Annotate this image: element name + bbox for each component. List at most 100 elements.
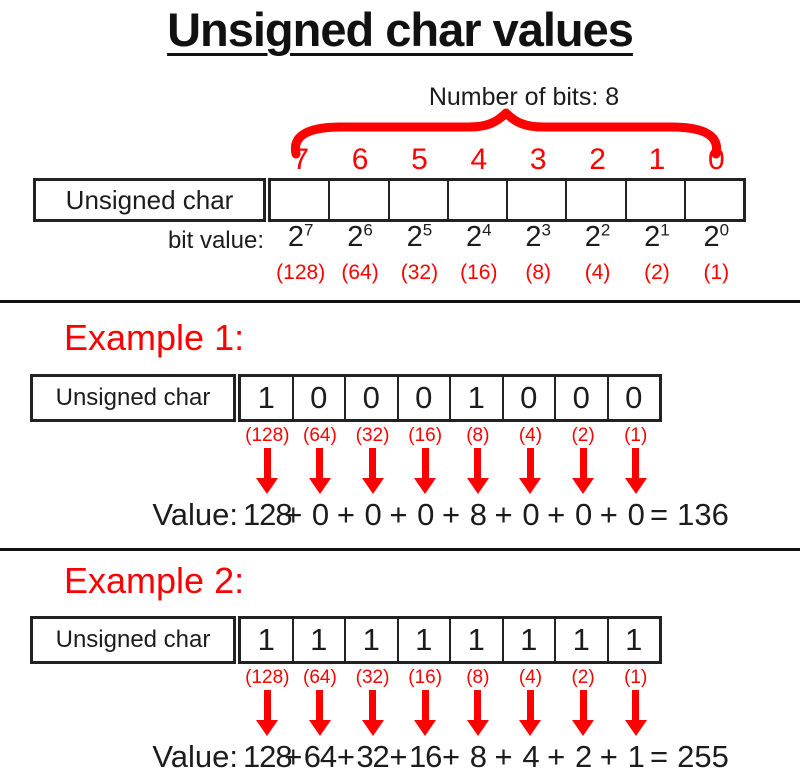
down-arrow-icon — [256, 690, 279, 736]
bit-cell-empty — [506, 181, 565, 219]
down-arrow-icon — [256, 448, 279, 494]
arrow-shaft — [579, 448, 587, 479]
curly-brace-icon — [290, 108, 722, 159]
arrow-head — [414, 720, 437, 736]
bit-weight: (128) — [276, 261, 326, 284]
power-exponent: 1 — [660, 220, 670, 240]
arrow-head — [519, 478, 542, 494]
arrow-head — [256, 478, 279, 494]
bit-cell: 0 — [554, 377, 607, 419]
bit-cell: 1 — [449, 619, 502, 661]
arrow-shaft — [421, 448, 429, 479]
bit-weight: (2) — [571, 425, 595, 446]
bit-cell-empty — [624, 181, 684, 219]
sum-term: 64 — [303, 739, 337, 774]
bit-cell: 0 — [606, 377, 660, 419]
arrow-shaft — [421, 690, 429, 721]
power-base: 2 — [347, 221, 364, 253]
bit-weight: (2) — [644, 261, 670, 284]
power-exponent: 3 — [541, 220, 551, 240]
power-exponent: 2 — [600, 220, 611, 240]
power-base: 2 — [466, 221, 483, 253]
arrow-slot — [557, 690, 610, 736]
arrow-shaft — [474, 448, 482, 479]
plus-sign: + — [284, 497, 303, 532]
sum-term: 2 — [574, 739, 592, 774]
bit-weight: (16) — [408, 425, 443, 446]
arrow-slot — [609, 448, 662, 494]
arrow-head — [361, 720, 384, 736]
equation-result: =255 — [650, 739, 729, 775]
arrow-head — [361, 478, 384, 494]
arrow-slot — [452, 448, 505, 494]
arrow-slot — [452, 690, 505, 736]
bit-weight: (1) — [703, 261, 730, 284]
down-arrow-icon — [624, 690, 647, 736]
power-of-two: 25 — [390, 221, 449, 254]
arrow-head — [572, 478, 595, 494]
arrow-head — [414, 478, 437, 494]
sum-term: 0 — [627, 497, 645, 532]
bit-index: 5 — [411, 143, 428, 176]
section-divider — [0, 548, 800, 551]
bit-weights-row: (128)(64)(32)(16)(8)(4)(2)(1) — [271, 261, 746, 285]
bit-weight: (32) — [400, 261, 439, 284]
plus-sign: + — [599, 497, 618, 532]
sum-term: 0 — [311, 497, 329, 532]
plus-sign: + — [284, 739, 303, 774]
arrow-shaft — [632, 448, 640, 479]
power-exponent: 0 — [719, 220, 730, 240]
power-of-two: 27 — [271, 221, 330, 254]
plus-sign: + — [547, 739, 566, 774]
bit-cell: 1 — [449, 377, 502, 419]
power-exponent: 4 — [482, 220, 492, 240]
arrow-shaft — [263, 690, 271, 721]
arrow-head — [466, 720, 489, 736]
arrow-shaft — [316, 448, 324, 479]
plus-sign: + — [389, 739, 408, 774]
arrow-head — [624, 720, 647, 736]
bit-weight: (128) — [245, 667, 290, 688]
arrow-slot — [504, 448, 557, 494]
bit-index: 0 — [707, 143, 725, 176]
bit-weight: (64) — [303, 425, 337, 446]
number-of-bits-label: Number of bits: 8 — [428, 83, 620, 111]
down-arrow-icon — [361, 690, 384, 736]
down-arrow-icon — [624, 448, 647, 494]
bit-weight: (64) — [341, 261, 379, 284]
bit-weight: (16) — [408, 667, 443, 688]
bit-cells — [268, 178, 746, 222]
power-of-two: 22 — [568, 221, 627, 254]
plus-sign: + — [441, 497, 461, 532]
power-base: 2 — [525, 221, 542, 253]
arrow-shaft — [263, 448, 271, 479]
arrow-head — [308, 478, 331, 494]
bit-cell-empty — [271, 181, 328, 219]
arrow-slot — [346, 448, 399, 494]
down-arrow-icon — [361, 448, 384, 494]
arrow-head — [256, 720, 279, 736]
down-arrow-icon — [414, 690, 437, 736]
bit-weight: (1) — [624, 667, 648, 688]
sum-term: 0 — [417, 497, 434, 532]
bit-cell: 1 — [606, 619, 660, 661]
bit-weight: (2) — [571, 667, 595, 688]
bit-cell: 1 — [257, 380, 275, 415]
bit-weight: (4) — [584, 261, 611, 284]
arrow-shaft — [474, 690, 482, 721]
power-of-two: 21 — [627, 221, 686, 254]
example1-arrows-row — [241, 448, 662, 494]
bit-cell: 0 — [291, 377, 345, 419]
page-title: Unsigned char values — [167, 3, 634, 56]
equals-sign: = — [650, 739, 669, 774]
down-arrow-icon — [572, 448, 595, 494]
power-of-two: 23 — [509, 221, 568, 254]
power-of-two: 26 — [330, 221, 389, 254]
power-base: 2 — [584, 221, 601, 253]
arrow-slot — [241, 690, 294, 736]
equals-sign: = — [650, 497, 669, 532]
arrow-head — [308, 720, 331, 736]
